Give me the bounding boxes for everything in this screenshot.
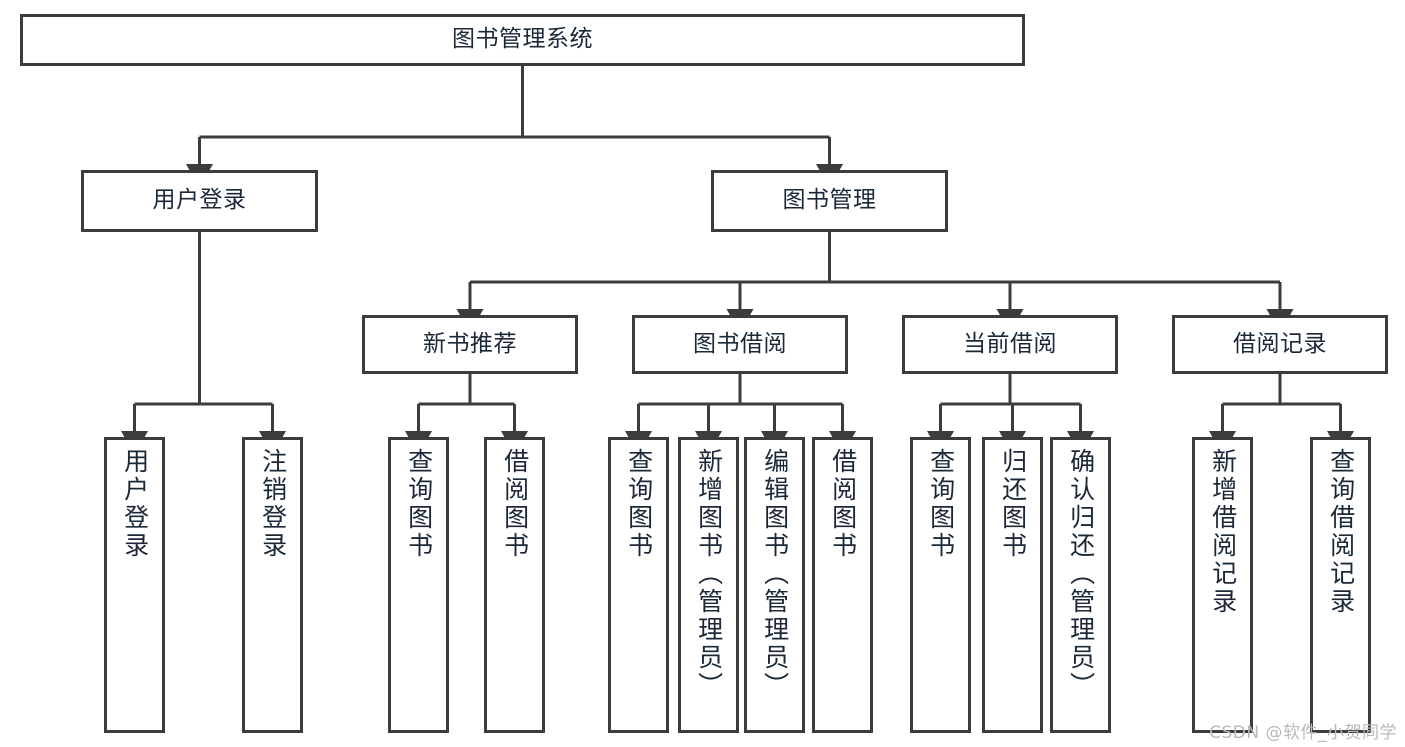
node-leaf-add-book[interactable]: 新增图书（管理员） [678,437,739,733]
node-new-book-recommend[interactable]: 新书推荐 [362,315,578,374]
node-user-login[interactable]: 用户登录 [81,170,318,232]
node-book-manage[interactable]: 图书管理 [711,170,948,232]
node-leaf-query-book-2-label: 查询图书 [624,448,654,560]
node-leaf-query-book-1[interactable]: 查询图书 [388,437,449,733]
node-leaf-confirm-return[interactable]: 确认归还（管理员） [1050,437,1111,733]
node-book-borrow-label: 图书借阅 [693,330,787,357]
node-leaf-edit-book[interactable]: 编辑图书（管理员） [744,437,805,733]
node-leaf-add-record[interactable]: 新增借阅记录 [1192,437,1253,733]
node-leaf-borrow-book-1-label: 借阅图书 [500,448,530,560]
node-leaf-user-logout-label: 注销登录 [258,448,288,560]
node-user-login-label: 用户登录 [152,187,247,214]
node-root[interactable]: 图书管理系统 [20,14,1025,66]
node-leaf-query-record-label: 查询借阅记录 [1326,448,1356,616]
node-new-book-recommend-label: 新书推荐 [423,330,517,357]
watermark-text: CSDN @软件_小贺同学 [1209,723,1397,743]
node-current-borrow-label: 当前借阅 [963,330,1057,357]
node-book-borrow[interactable]: 图书借阅 [632,315,848,374]
node-leaf-return-book[interactable]: 归还图书 [982,437,1043,733]
node-leaf-edit-book-label: 编辑图书（管理员） [760,448,790,700]
node-leaf-confirm-return-label: 确认归还（管理员） [1066,448,1096,700]
node-borrow-record[interactable]: 借阅记录 [1172,315,1388,374]
node-leaf-user-login-label: 用户登录 [120,448,150,560]
node-leaf-query-book-2[interactable]: 查询图书 [608,437,669,733]
node-leaf-borrow-book-1[interactable]: 借阅图书 [484,437,545,733]
node-borrow-record-label: 借阅记录 [1233,330,1327,357]
edge-group [121,66,1354,455]
node-leaf-user-login[interactable]: 用户登录 [104,437,165,733]
node-leaf-borrow-book-2-label: 借阅图书 [828,448,858,560]
node-root-label: 图书管理系统 [452,26,593,53]
node-leaf-borrow-book-2[interactable]: 借阅图书 [812,437,873,733]
node-leaf-add-record-label: 新增借阅记录 [1208,448,1238,616]
node-leaf-query-book-3[interactable]: 查询图书 [910,437,971,733]
node-current-borrow[interactable]: 当前借阅 [902,315,1118,374]
node-leaf-user-logout[interactable]: 注销登录 [242,437,303,733]
node-leaf-query-book-3-label: 查询图书 [926,448,956,560]
node-book-manage-label: 图书管理 [782,187,877,214]
node-leaf-query-book-1-label: 查询图书 [404,448,434,560]
node-leaf-query-record[interactable]: 查询借阅记录 [1310,437,1371,733]
node-leaf-return-book-label: 归还图书 [998,448,1028,560]
node-leaf-add-book-label: 新增图书（管理员） [694,448,724,700]
